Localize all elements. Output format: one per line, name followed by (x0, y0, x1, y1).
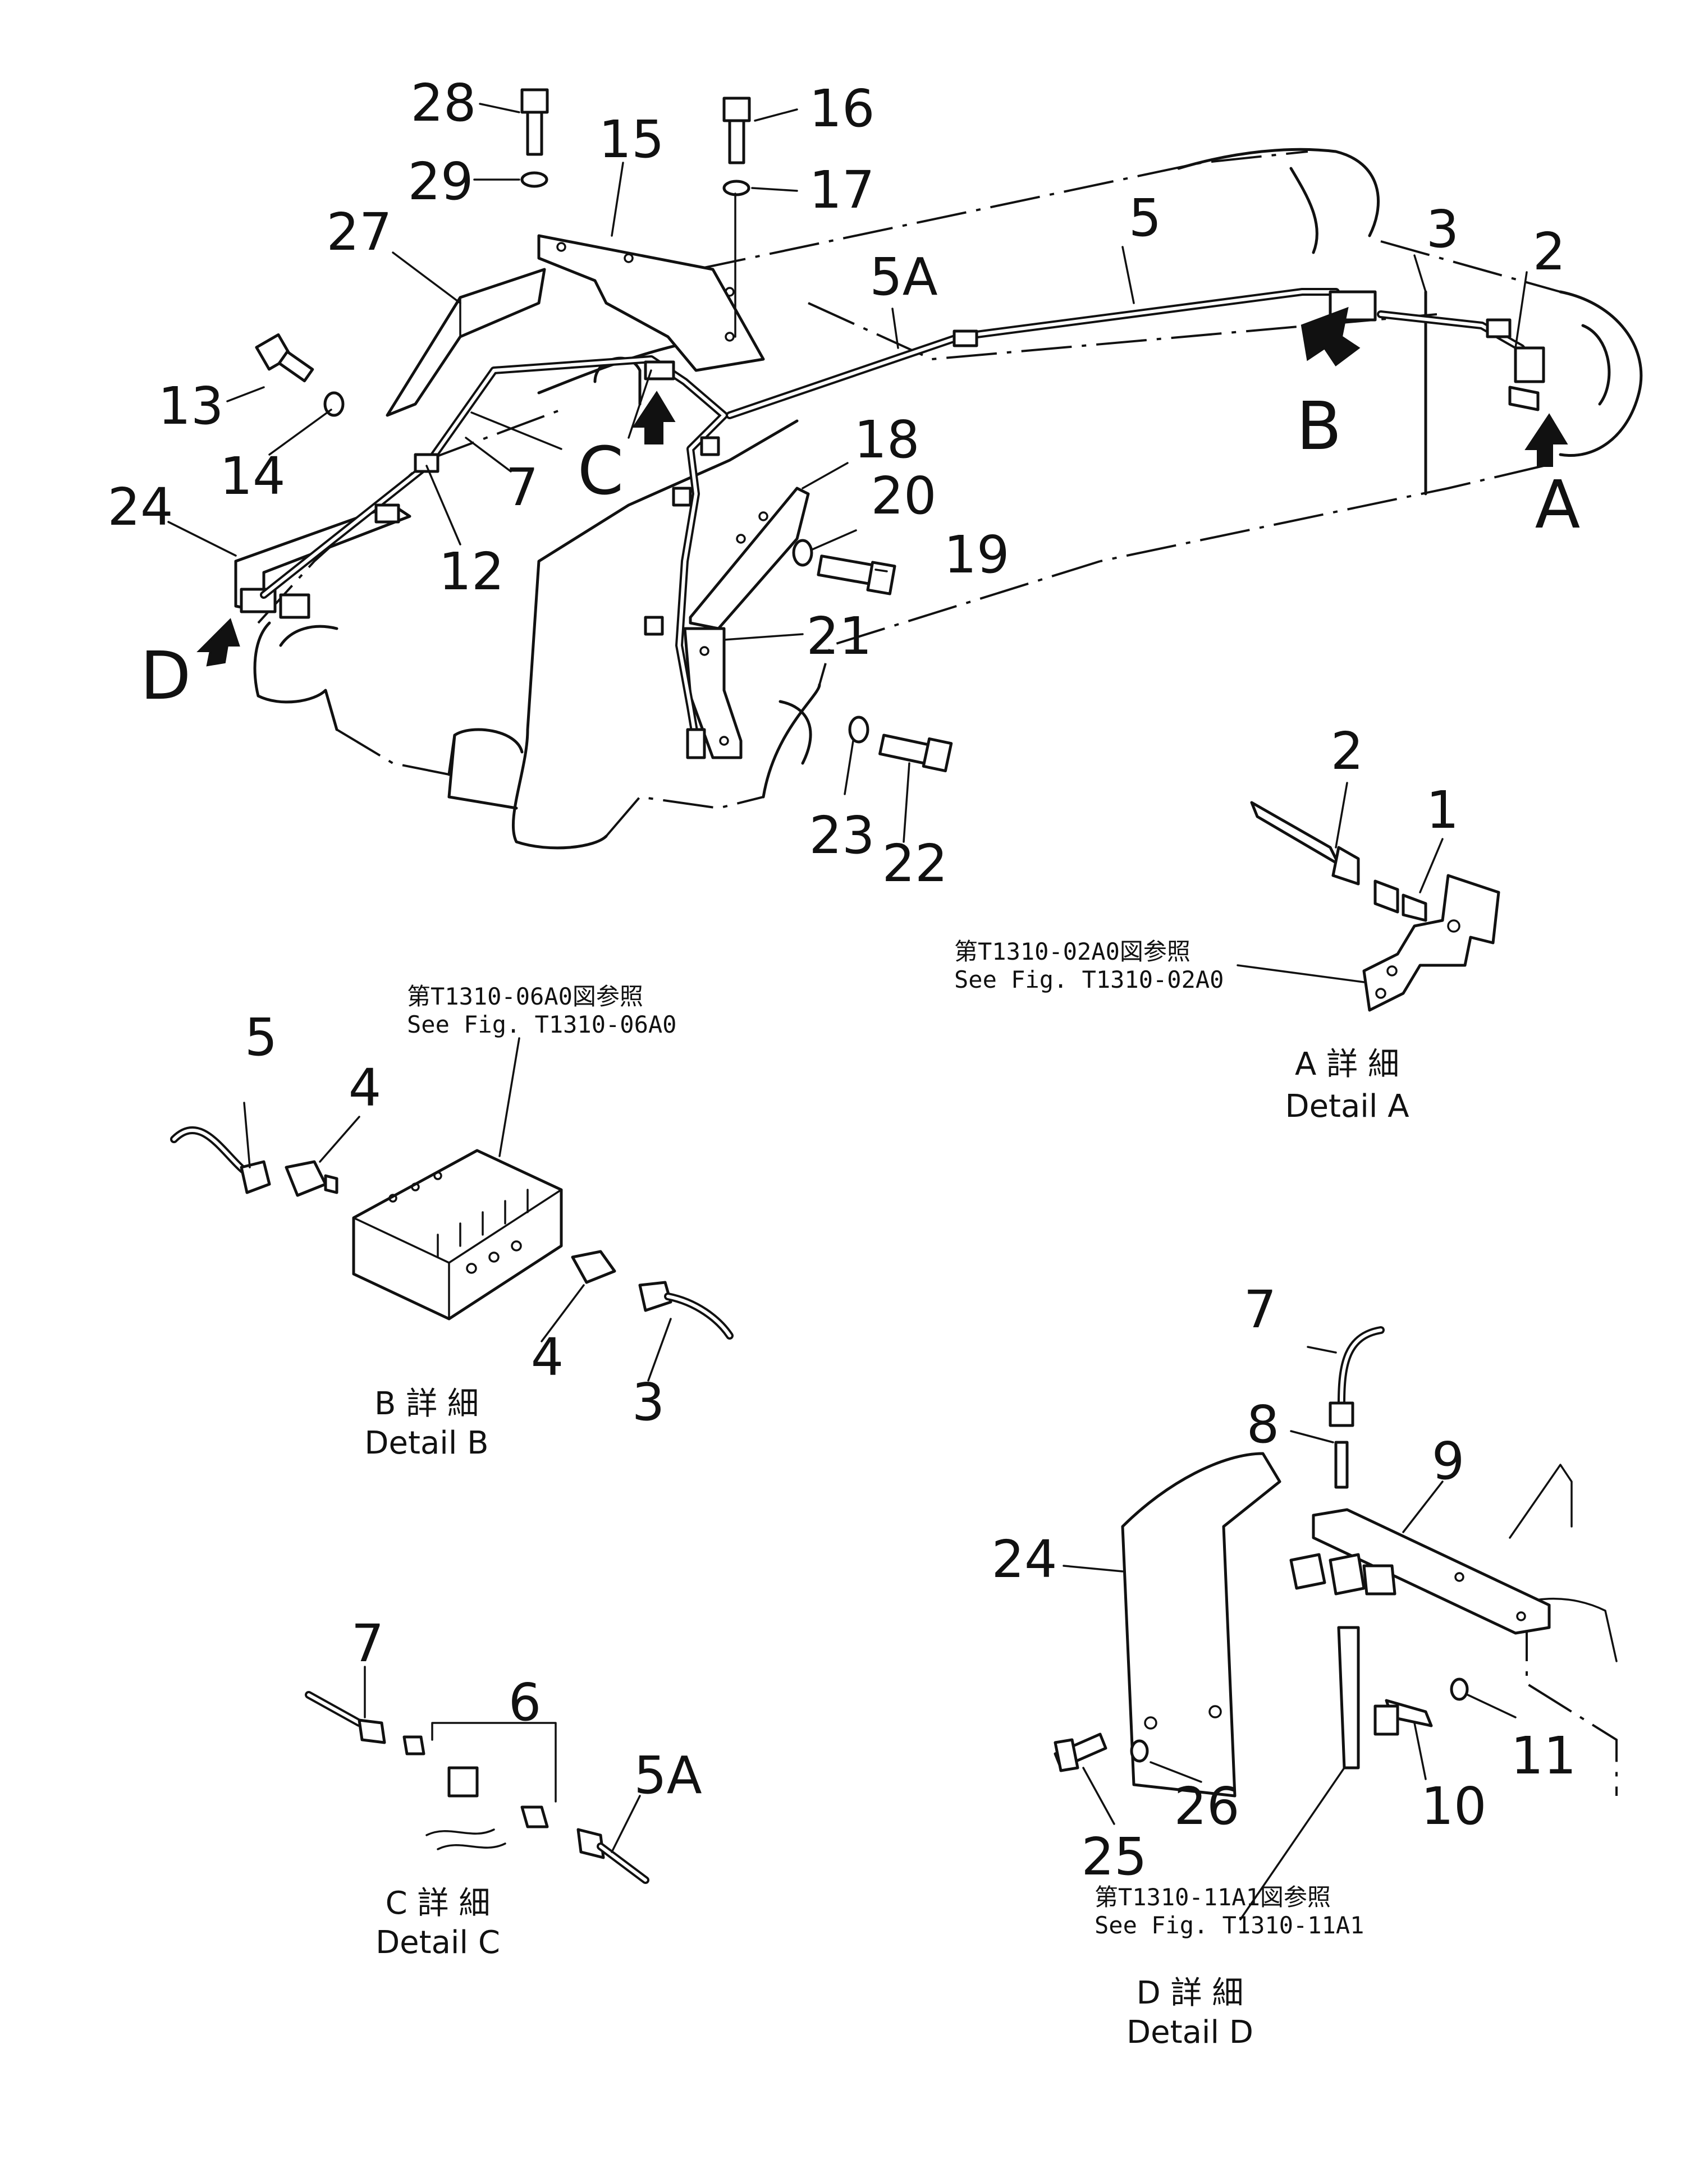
main-callouts: 28 16 15 29 17 5 3 2 27 5A 13 14 7 18 20… (107, 73, 1565, 893)
detail-a-ref-en: See Fig. T1310-02A0 (954, 966, 1224, 993)
bolt-22 (878, 734, 953, 773)
detail-d-callout-26: 26 (1174, 1776, 1239, 1836)
view-marker-c: C (578, 432, 624, 510)
detail-a-callout-1: 1 (1426, 780, 1459, 840)
detail-d-caption-jp: D 詳 細 (1137, 1975, 1244, 2011)
detail-c-caption-en: Detail C (376, 1924, 500, 1961)
callout-22: 22 (882, 833, 947, 893)
detail-b-callout-3: 3 (632, 1372, 665, 1432)
detail-a: 2 1 第T1310-02A0図参照 See Fig. T1310-02A0 A… (954, 721, 1500, 1125)
callout-2: 2 (1533, 222, 1566, 282)
view-marker-a: A (1535, 466, 1581, 543)
plate-15 (537, 234, 765, 372)
callout-7: 7 (506, 457, 539, 517)
bolt-13 (255, 333, 314, 383)
detail-c-caption-jp: C 詳 細 (386, 1885, 491, 1922)
detail-d-callout-25: 25 (1081, 1827, 1147, 1887)
detail-d-callout-11: 11 (1510, 1726, 1576, 1786)
bolt-19 (817, 554, 896, 595)
callout-3: 3 (1426, 199, 1459, 259)
callout-28: 28 (410, 73, 476, 133)
view-arrow-d (196, 618, 240, 667)
callout-20: 20 (871, 466, 936, 526)
detail-a-caption-jp: A 詳 細 (1295, 1046, 1399, 1083)
callout-27: 27 (326, 202, 392, 262)
view-marker-d: D (140, 637, 191, 714)
view-arrow-a (1524, 413, 1568, 467)
detail-d-callout-7: 7 (1244, 1280, 1277, 1340)
detail-d-caption-en: Detail D (1127, 2014, 1253, 2051)
detail-d-ref-jp: 第T1310-11A1図参照 (1095, 1883, 1331, 1911)
detail-d-callout-8: 8 (1247, 1395, 1280, 1455)
pipe-run (260, 288, 1545, 759)
detail-d-ref-en: See Fig. T1310-11A1 (1095, 1911, 1364, 1939)
detail-b-ref-jp: 第T1310-06A0図参照 (407, 983, 643, 1010)
bolt-28 (520, 88, 549, 156)
detail-a-ref-jp: 第T1310-02A0図参照 (954, 938, 1190, 965)
view-marker-b: B (1297, 387, 1342, 465)
callout-24: 24 (107, 477, 173, 537)
callout-16: 16 (809, 79, 874, 139)
callout-13: 13 (158, 376, 223, 436)
detail-d-callout-10: 10 (1421, 1776, 1486, 1836)
view-arrow-b (1301, 306, 1361, 366)
detail-c: 7 6 5A C 詳 細 Detail C (305, 1613, 702, 1961)
washer-14 (323, 391, 345, 417)
detail-d: 7 8 9 24 11 10 26 25 第T1310-11A1図参照 See … (991, 1280, 1618, 2051)
view-markers: A B C D (140, 387, 1581, 714)
bracket-18 (689, 487, 810, 630)
callout-21: 21 (806, 606, 872, 666)
washer-29 (520, 171, 548, 188)
callout-18: 18 (854, 410, 919, 470)
detail-c-callout-6: 6 (509, 1672, 542, 1732)
detail-b-callout-4-top: 4 (349, 1058, 382, 1118)
detail-b-callout-4-bottom: 4 (531, 1327, 564, 1387)
detail-b-caption-en: Detail B (364, 1425, 488, 1461)
main-leader-lines (167, 103, 1528, 843)
detail-b: 5 4 4 3 第T1310-06A0図参照 See Fig. T1310-06… (170, 983, 734, 1461)
callout-17: 17 (809, 160, 874, 220)
bracket-27 (386, 268, 546, 417)
view-arrow-c (632, 391, 676, 444)
detail-a-caption-en: Detail A (1285, 1088, 1409, 1125)
washer-17 (722, 180, 750, 196)
bolt-16 (722, 97, 751, 164)
detail-c-callout-5a: 5A (634, 1745, 702, 1805)
detail-d-callout-9: 9 (1432, 1431, 1465, 1491)
washer-23 (848, 716, 869, 744)
callout-5a: 5A (869, 247, 938, 307)
callout-14: 14 (219, 446, 285, 506)
detail-b-ref-en: See Fig. T1310-06A0 (407, 1011, 676, 1038)
detail-c-callout-7: 7 (351, 1613, 384, 1674)
detail-b-caption-jp: B 詳 細 (374, 1386, 479, 1422)
detail-a-callout-2: 2 (1331, 721, 1364, 781)
callout-15: 15 (598, 109, 664, 169)
callout-19: 19 (944, 525, 1009, 585)
callout-12: 12 (438, 542, 504, 602)
washer-20 (792, 539, 813, 567)
detail-b-callout-5: 5 (245, 1007, 278, 1067)
callout-23: 23 (809, 805, 874, 865)
callout-5: 5 (1129, 188, 1162, 248)
detail-d-callout-24: 24 (991, 1529, 1057, 1589)
callout-29: 29 (407, 152, 473, 212)
